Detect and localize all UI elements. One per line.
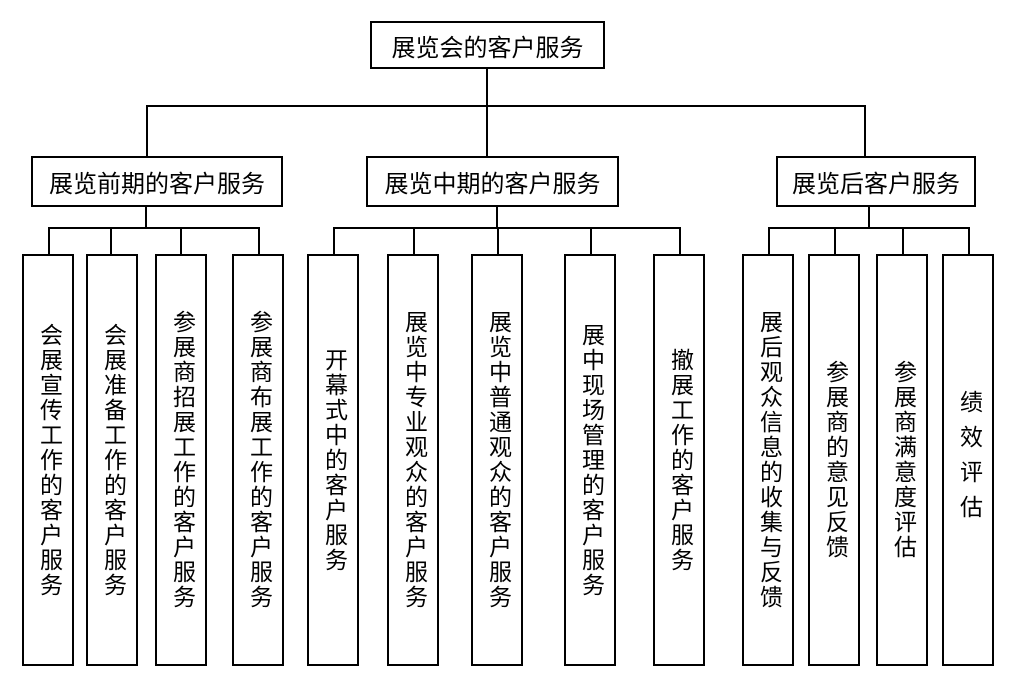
leaf-node: 参展商招展工作的客户服务 <box>155 254 207 666</box>
connector-line <box>48 227 50 255</box>
connector-line <box>258 227 260 255</box>
connector-line <box>48 227 260 229</box>
group-label: 展览中期的客户服务 <box>384 170 601 198</box>
connector-line <box>146 105 866 107</box>
leaf-node: 参展商的意见反馈 <box>808 254 860 666</box>
leaf-node: 绩效评估 <box>942 254 994 666</box>
group-node-pre-exhibition: 展览前期的客户服务 <box>31 156 283 207</box>
leaf-node: 展览中专业观众的客户服务 <box>387 254 439 666</box>
leaf-node: 参展商满意度评估 <box>876 254 928 666</box>
root-node: 展览会的客户服务 <box>370 21 605 69</box>
leaf-node: 会展准备工作的客户服务 <box>86 254 138 666</box>
root-label: 展览会的客户服务 <box>391 33 584 62</box>
connector-line <box>864 105 866 157</box>
connector-line <box>868 206 870 228</box>
connector-line <box>145 206 147 228</box>
leaf-label: 展后观众信息的收集与反馈 <box>755 310 782 610</box>
group-node-mid-exhibition: 展览中期的客户服务 <box>366 156 619 207</box>
connector-line <box>902 227 904 255</box>
leaf-label: 参展商招展工作的客户服务 <box>168 310 195 610</box>
connector-line <box>968 227 970 255</box>
group-node-post-exhibition: 展览后客户服务 <box>776 156 976 207</box>
leaf-label: 展览中专业观众的客户服务 <box>400 310 427 610</box>
leaf-label: 展览中普通观众的客户服务 <box>484 310 511 610</box>
leaf-node: 开幕式中的客户服务 <box>307 254 359 666</box>
connector-line <box>768 227 770 255</box>
connector-line <box>834 227 836 255</box>
connector-line <box>497 227 499 255</box>
connector-line <box>486 105 488 157</box>
leaf-node: 撤展工作的客户服务 <box>653 254 705 666</box>
connector-line <box>496 206 498 228</box>
leaf-label: 参展商布展工作的客户服务 <box>245 310 272 610</box>
connector-line <box>333 227 335 255</box>
connector-line <box>333 227 681 229</box>
leaf-label: 会展宣传工作的客户服务 <box>35 322 62 598</box>
group-label: 展览后客户服务 <box>792 170 960 198</box>
leaf-node: 展览中普通观众的客户服务 <box>471 254 523 666</box>
leaf-node: 参展商布展工作的客户服务 <box>232 254 284 666</box>
leaf-label: 撤展工作的客户服务 <box>666 347 693 573</box>
leaf-label: 展中现场管理的客户服务 <box>577 322 604 598</box>
group-label: 展览前期的客户服务 <box>49 170 265 198</box>
leaf-node: 展后观众信息的收集与反馈 <box>742 254 794 666</box>
leaf-node: 会展宣传工作的客户服务 <box>22 254 74 666</box>
leaf-label: 会展准备工作的客户服务 <box>99 322 126 598</box>
leaf-label: 开幕式中的客户服务 <box>320 347 347 573</box>
leaf-label: 参展商满意度评估 <box>889 360 916 560</box>
connector-line <box>110 227 112 255</box>
leaf-node: 展中现场管理的客户服务 <box>564 254 616 666</box>
connector-line <box>180 227 182 255</box>
connector-line <box>146 105 148 157</box>
connector-line <box>768 227 970 229</box>
connector-line <box>486 68 488 106</box>
leaf-label: 参展商的意见反馈 <box>821 360 848 560</box>
connector-line <box>413 227 415 255</box>
connector-line <box>590 227 592 255</box>
connector-line <box>679 227 681 255</box>
leaf-label: 绩效评估 <box>955 390 982 530</box>
